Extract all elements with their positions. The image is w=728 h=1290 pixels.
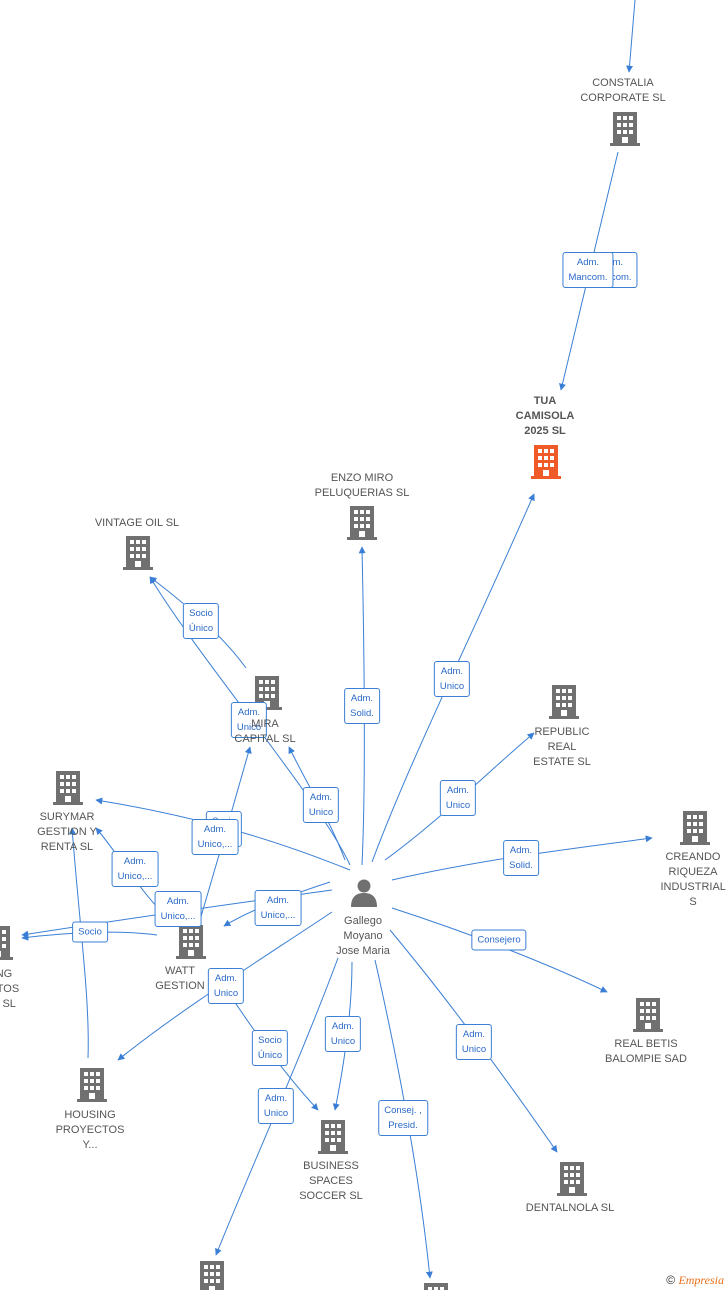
building-icon[interactable] — [610, 112, 640, 146]
building-icon[interactable] — [347, 506, 377, 540]
relation-label-e5[interactable]: Adm. Unico — [230, 702, 268, 738]
relation-edge-e1 — [626, 0, 636, 73]
building-icon[interactable] — [197, 1261, 227, 1290]
relation-label-e9[interactable]: Adm. Unico — [439, 780, 477, 816]
relation-label-e14[interactable]: Socio — [72, 921, 108, 943]
brand-name: Empresia — [678, 1273, 724, 1287]
company-label-vintage[interactable]: VINTAGE OIL SL — [94, 517, 180, 529]
company-label-constalia[interactable]: CONSTALIA CORPORATE SL — [580, 77, 666, 104]
relation-label-e21[interactable]: Adm. Unico — [257, 1088, 295, 1124]
company-label-enzo[interactable]: ENZO MIRO PELUQUERIAS SL — [314, 472, 410, 499]
company-label-watt[interactable]: WATT GESTION — [155, 965, 205, 992]
building-icon[interactable] — [123, 536, 153, 570]
relation-label-e15[interactable]: Adm. Unico,... — [254, 890, 302, 926]
building-icon[interactable] — [557, 1162, 587, 1196]
relation-label-e20[interactable]: Adm. Unico — [455, 1024, 493, 1060]
building-icon[interactable] — [531, 445, 561, 479]
relation-label-e8[interactable]: Adm. Solid. — [503, 840, 539, 876]
company-label-creando[interactable]: CREANDO RIQUEZA INDUSTRIAL S — [660, 851, 726, 908]
relation-edge-e23 — [69, 827, 89, 1059]
relation-edge-e11 — [95, 797, 351, 871]
company-label-housing[interactable]: HOUSING PROYECTOS Y... — [55, 1109, 125, 1151]
building-icon[interactable] — [318, 1120, 348, 1154]
relation-label-e6[interactable]: Adm. Unico — [302, 787, 340, 823]
building-icon[interactable] — [421, 1283, 451, 1290]
building-icon[interactable] — [0, 926, 13, 960]
relation-label-e11[interactable]: Adm. Unico,... — [191, 819, 239, 855]
building-icon[interactable] — [77, 1068, 107, 1102]
relation-label-e16[interactable]: Adm. Unico — [207, 968, 245, 1004]
building-icon[interactable] — [633, 998, 663, 1032]
relation-label-e12[interactable]: Adm. Unico,... — [111, 851, 159, 887]
company-label-surymar[interactable]: SURYMAR GESTION Y RENTA SL — [37, 811, 97, 853]
building-icon[interactable] — [53, 771, 83, 805]
company-label-business[interactable]: BUSINESS SPACES SOCCER SL — [299, 1160, 363, 1202]
company-label-dentalnola[interactable]: DENTALNOLA SL — [525, 1202, 615, 1214]
company-label-betis[interactable]: REAL BETIS BALOMPIE SAD — [605, 1038, 687, 1065]
relation-label-e3[interactable]: Adm. Solid. — [344, 688, 380, 724]
relation-label-e4[interactable]: Socio Único — [182, 603, 220, 639]
company-label-republic[interactable]: REPUBLIC REAL ESTATE SL — [533, 726, 591, 768]
person-label[interactable]: Gallego Moyano Jose Maria — [336, 915, 390, 957]
person-icon[interactable] — [351, 879, 377, 908]
building-icon[interactable] — [549, 685, 579, 719]
building-icon[interactable] — [680, 811, 710, 845]
relation-label-e7[interactable]: Adm. Unico — [433, 661, 471, 697]
copyright-symbol: © — [666, 1273, 676, 1287]
building-icon[interactable] — [176, 925, 206, 959]
relation-label-e2[interactable]: Adm. Mancom. — [562, 252, 614, 288]
company-label-tua[interactable]: TUA CAMISOLA 2025 SL — [515, 395, 575, 437]
watermark: © Empresia — [666, 1273, 724, 1288]
company-label-mira[interactable]: MIRA CAPITAL SL — [234, 718, 296, 745]
relation-label-e19[interactable]: Adm. Unico — [324, 1016, 362, 1052]
relation-label-e17[interactable]: Consejero — [471, 929, 527, 951]
company-label-ng[interactable]: NG CTOS S SL — [0, 968, 20, 1010]
relation-label-e18[interactable]: Socio Único — [251, 1030, 289, 1066]
relation-label-e13[interactable]: Adm. Unico,... — [154, 891, 202, 927]
relation-label-e22[interactable]: Consej. , Presid. — [378, 1100, 428, 1136]
